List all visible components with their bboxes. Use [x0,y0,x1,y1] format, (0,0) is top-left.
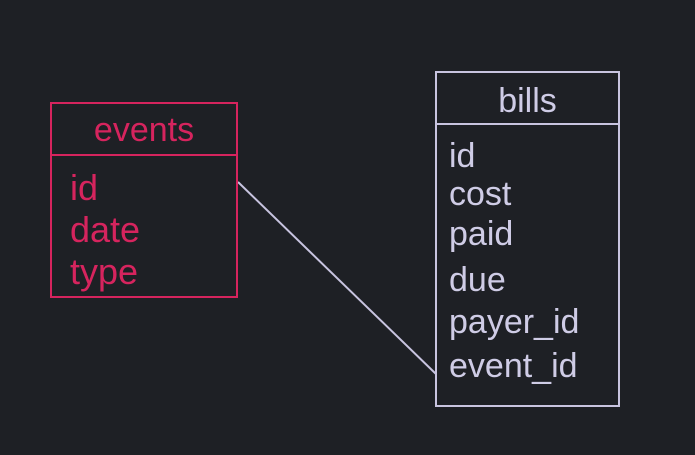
table-bills[interactable]: bills id cost paid due payer_id event_id [435,71,620,407]
table-events[interactable]: events id date type [50,102,238,298]
table-title: bills [437,73,618,125]
field-event-id: event_id [449,347,578,385]
field-id: id [70,167,99,208]
field-paid: paid [449,215,514,253]
field-date: date [70,209,141,250]
field-payer-id: payer_id [449,303,580,341]
field-cost: cost [449,175,512,213]
table-title: events [52,104,236,156]
field-type: type [70,251,139,292]
field-due: due [449,261,506,299]
relation-events-bills [237,181,437,375]
field-id: id [449,137,476,175]
